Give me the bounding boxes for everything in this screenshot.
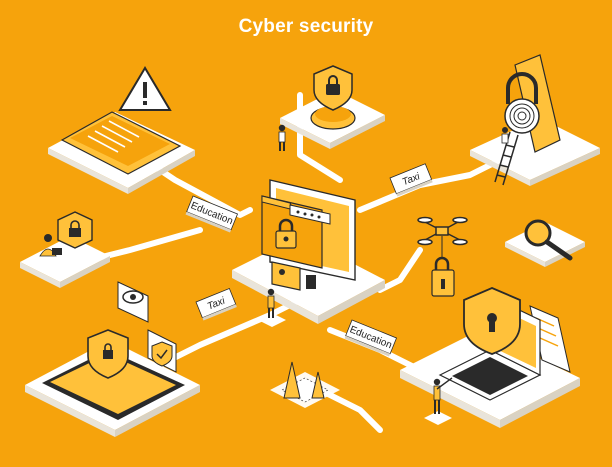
cone-icon [283,361,325,399]
person-pointing-icon [424,377,453,425]
id-card-icon [271,261,301,291]
padlock-fingerprint-icon [504,72,540,134]
cones-platform [270,361,340,408]
drone-icon [417,216,468,246]
person-climbing-icon [501,127,509,144]
warning-triangle-icon [118,66,172,111]
shield-check-badge [147,329,177,373]
shield-check-icon [151,341,173,367]
central-monitor-platform [232,179,385,324]
shield-pedestal-platform [278,65,385,151]
drone-padlock [417,216,468,297]
padlock-icon [275,218,297,249]
eye-badge [117,281,149,323]
password-field-icon [289,204,331,225]
shield-lock-icon [313,65,353,111]
hexagon-lock-icon [57,211,93,249]
laptop-shield-platform [400,287,580,428]
phone-fingerprint-platform [470,54,600,186]
magnifier-icon [524,219,573,261]
magnifier-platform [505,219,585,267]
padlock-hanging-icon [431,256,455,297]
tablet-shield-platform [25,329,200,437]
eye-icon [122,290,144,304]
person-standing-icon [278,124,286,151]
tablet-warning-platform [48,66,195,194]
sign-taxi-top: Taxi [389,163,433,197]
person-center-icon [258,288,286,327]
sign-education-bottom: Education [344,319,398,357]
tablet-text-lines [87,120,140,153]
page-title: Cyber security [238,16,374,37]
person-laptop-icon [39,234,62,257]
sign-taxi-left: Taxi [195,287,237,321]
shield-icon [87,329,129,379]
shield-large-icon [463,287,521,355]
workspace-lock-platform [20,211,110,288]
